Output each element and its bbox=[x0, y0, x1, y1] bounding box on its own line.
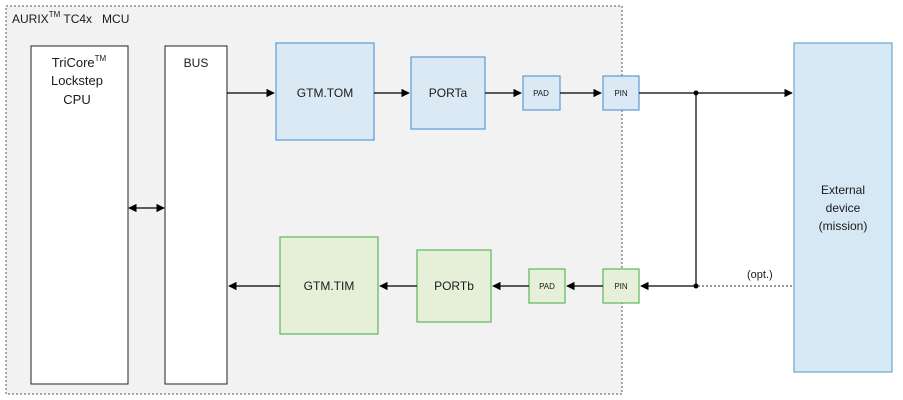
optional-label: (opt.) bbox=[747, 269, 773, 281]
cpu-label-line3: CPU bbox=[63, 92, 90, 107]
gtm-tim-block bbox=[279, 236, 379, 335]
gtm-tom-label: GTM.TOM bbox=[297, 86, 353, 100]
external-label-line1: External bbox=[821, 183, 865, 197]
pad-in-label: PAD bbox=[539, 282, 555, 291]
pin-out-label: PIN bbox=[614, 89, 628, 98]
bus-block bbox=[164, 45, 228, 385]
pad-out-block bbox=[522, 75, 561, 111]
cpu-label-line2: Lockstep bbox=[51, 73, 103, 88]
pad-out-label: PAD bbox=[533, 89, 549, 98]
cpu-label-line1: TriCoreTM bbox=[52, 54, 107, 70]
mcu-title: AURIXTM TC4x MCU bbox=[12, 10, 129, 26]
porta-label: PORTa bbox=[429, 86, 468, 100]
cpu-block bbox=[30, 45, 129, 385]
pin-out-block bbox=[602, 75, 640, 111]
external-label-line3: (mission) bbox=[819, 219, 868, 233]
pin-in-block bbox=[602, 268, 640, 304]
bus-label: BUS bbox=[184, 56, 209, 70]
pin-in-label: PIN bbox=[614, 282, 628, 291]
porta-block bbox=[410, 56, 486, 130]
pad-in-block bbox=[528, 268, 566, 304]
portb-block bbox=[416, 249, 492, 323]
gtm-tim-label: GTM.TIM bbox=[304, 279, 355, 293]
gtm-tom-block bbox=[275, 42, 375, 141]
external-label-line2: device bbox=[826, 201, 861, 215]
external-device-block bbox=[793, 42, 893, 373]
portb-label: PORTb bbox=[434, 279, 474, 293]
